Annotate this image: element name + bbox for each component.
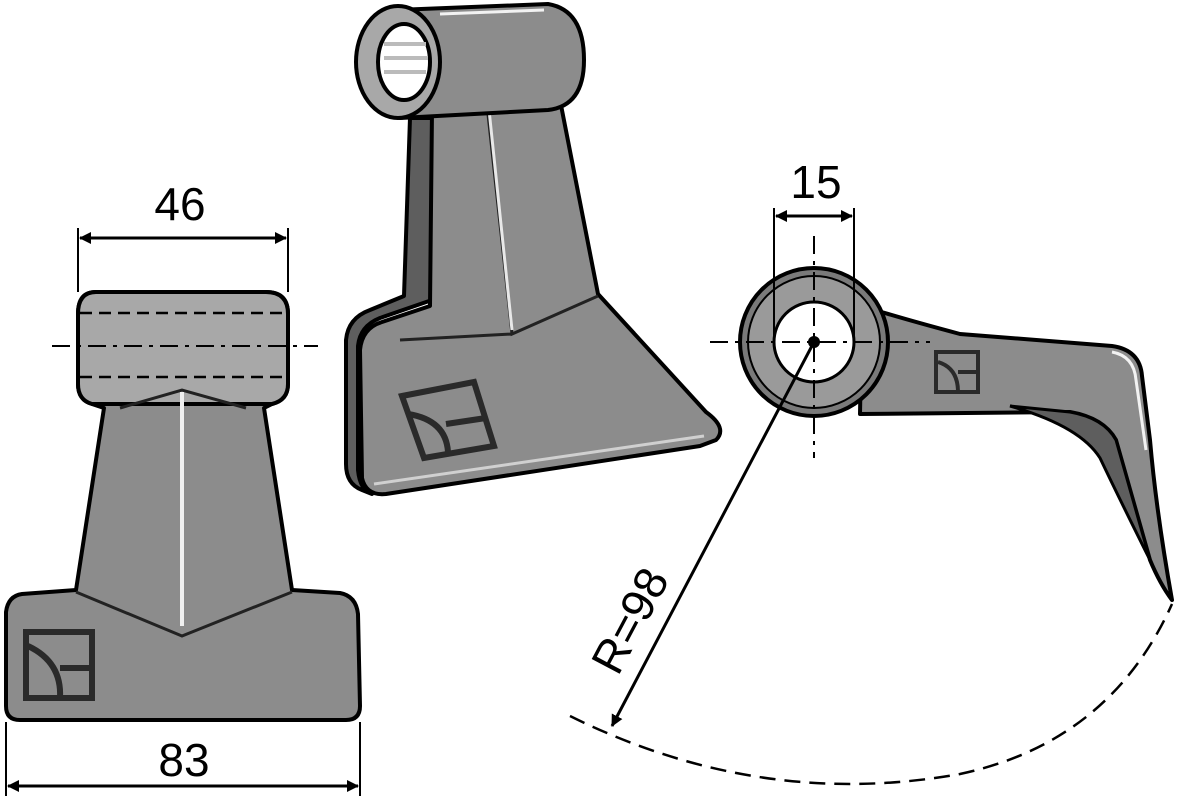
isometric-view [344,2,723,497]
side-view-blade-underside [1009,404,1152,561]
iso-bore-shading [384,42,428,74]
radius-arc [569,603,1174,786]
dimension-83: 83 [5,722,361,796]
iso-manufacturer-logo [398,378,498,462]
iso-ridge-lower [399,332,513,342]
iso-tube-highlight [439,8,545,16]
front-view-hub [76,290,290,406]
iso-bottom-edge-highlight [373,434,705,486]
dimension-83-label: 83 [158,734,209,786]
side-manufacturer-logo [934,350,980,394]
dimension-46: 46 [77,178,289,292]
dimension-15-label: 15 [790,156,841,208]
dimension-46-label: 46 [154,178,205,230]
manufacturer-logo [23,629,95,701]
front-ridge-bottom [75,590,293,638]
side-view-edge-highlight [1111,350,1148,451]
side-view [738,266,1174,602]
radius-label: R=98 [581,559,679,682]
front-view [4,290,362,722]
dimension-15: 15 [773,156,855,342]
iso-tube-bore [376,22,432,102]
iso-tube [394,2,586,120]
iso-front-face [358,98,723,497]
iso-ridge-highlight [486,99,514,331]
front-ridge-top [119,388,247,410]
side-view-blade [858,304,1174,602]
